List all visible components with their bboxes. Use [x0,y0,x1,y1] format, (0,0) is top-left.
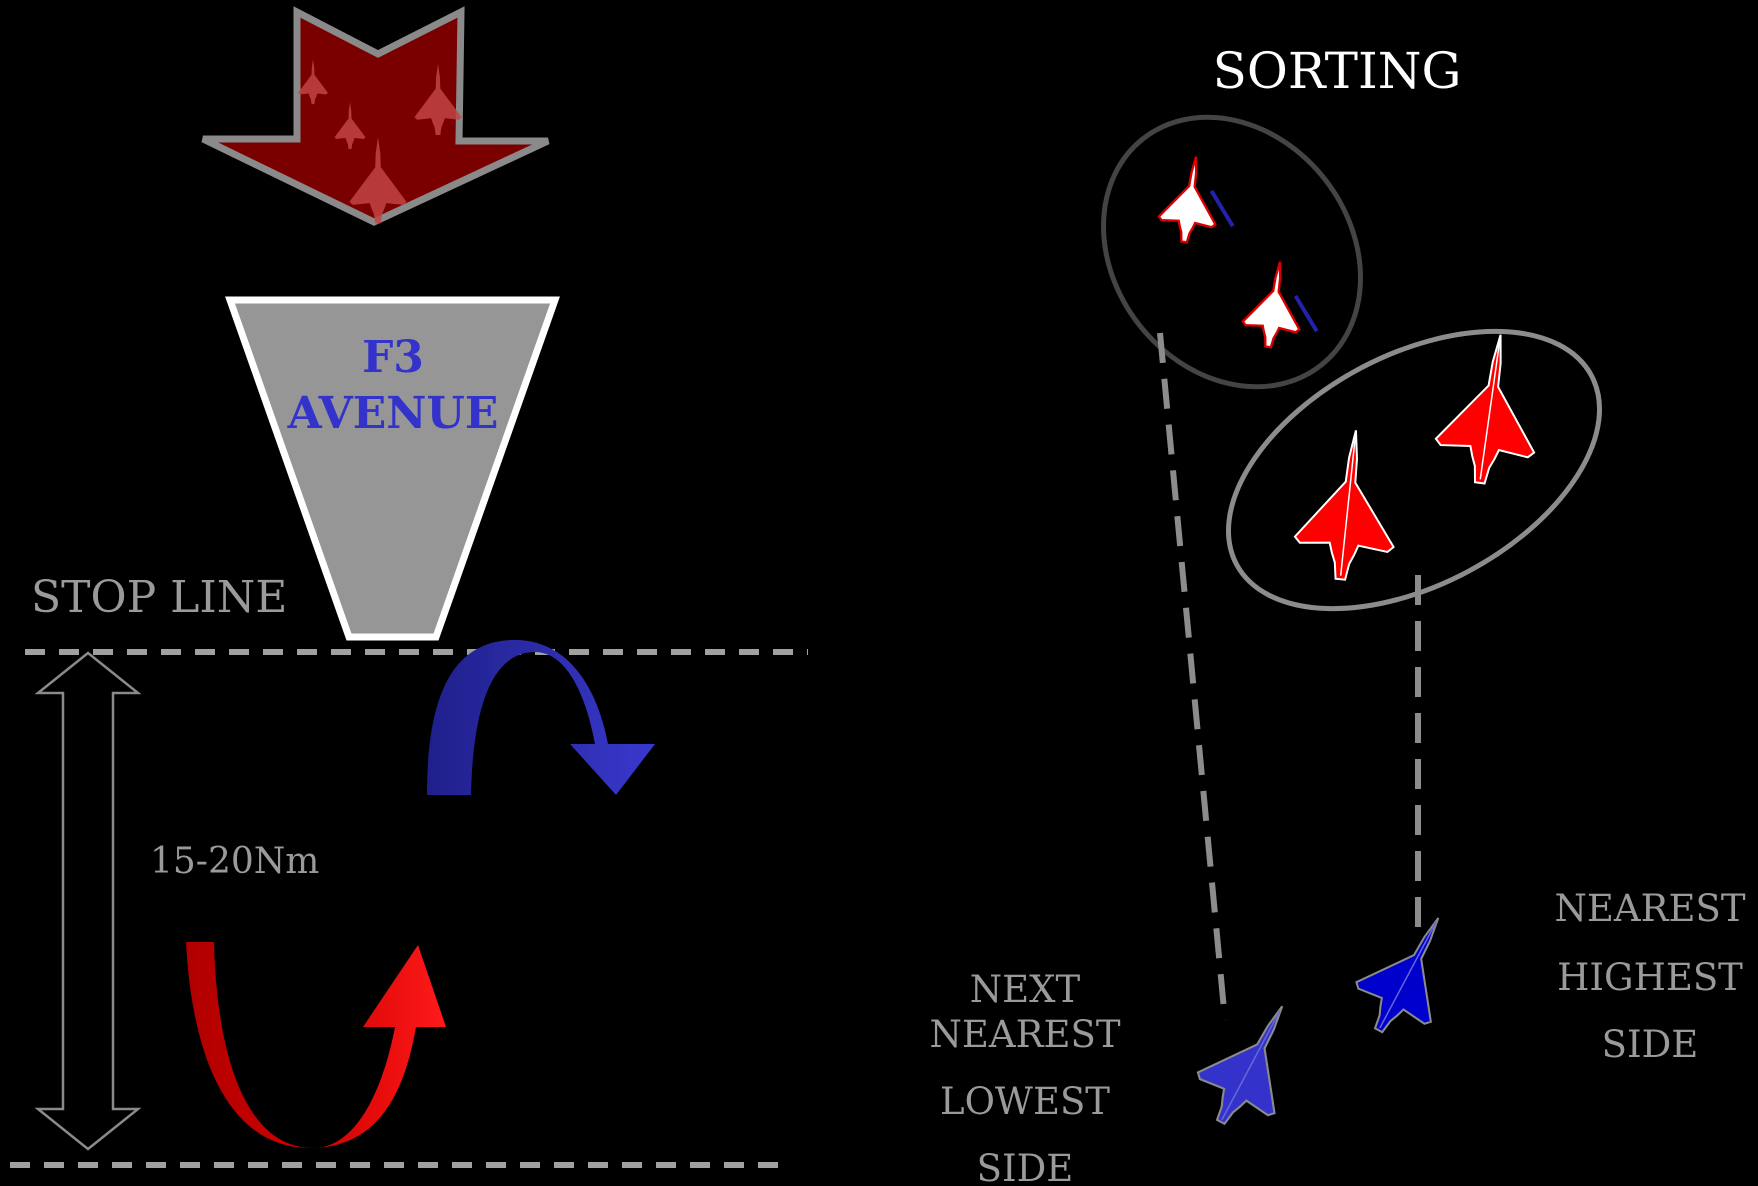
friendly-jet-low-icon [1181,984,1322,1144]
left-label-line4: SIDE [977,1147,1074,1186]
range-label: 15-20Nm [150,841,319,882]
left-label-line3: LOWEST [940,1080,1110,1123]
avenue-label-line1: F3 [362,332,424,383]
sort-line-low [1157,332,1228,1021]
stop-line-label: STOP LINE [31,572,287,623]
right-label-line1: NEAREST [1555,887,1746,930]
left-label-line2: NEAREST [930,1013,1121,1056]
white-hostile-jet-icon [1238,256,1319,353]
lead-group-ellipse [1225,328,1603,612]
right-label-line2: HIGHEST [1557,956,1743,999]
friendly-jet-high-icon [1340,896,1477,1052]
trail-group-ellipse [1101,114,1363,390]
hostile-group-arrow [201,6,550,226]
blue-turn-arrow [427,640,655,795]
right-label-line3: SIDE [1602,1023,1699,1066]
red-turn-arrow [186,942,446,1148]
red-hostile-jet-icon [1289,423,1407,586]
range-double-arrow [34,651,142,1151]
next-nearest-lowest-label: NEXT NEAREST LOWEST SIDE [930,968,1121,1186]
nearest-highest-label: NEAREST HIGHEST SIDE [1555,887,1746,1066]
avenue-label-line2: AVENUE [287,388,499,439]
sorting-title: SORTING [1213,42,1462,100]
f3-avenue-block: F3 AVENUE [225,296,560,641]
white-hostile-jet-icon [1154,151,1235,248]
left-label-line1: NEXT [970,968,1081,1011]
red-hostile-jet-icon [1429,326,1552,492]
